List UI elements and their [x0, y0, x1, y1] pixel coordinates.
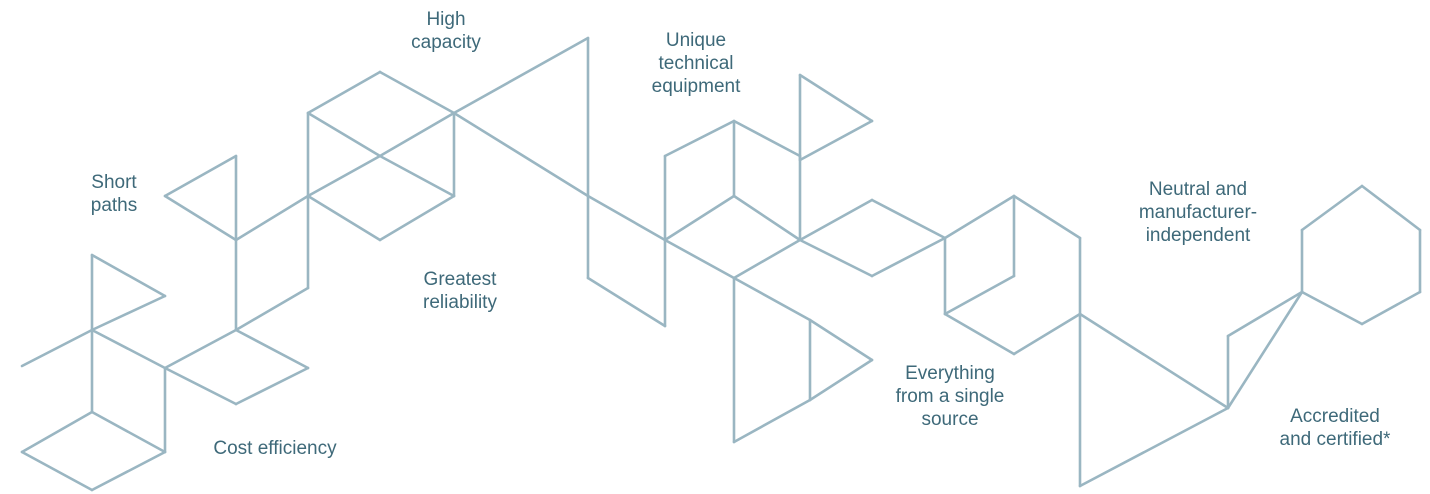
network-line-segment	[306, 111, 382, 158]
network-line-segment	[732, 194, 802, 242]
network-line-segment	[1078, 312, 1230, 410]
network-line-segment	[234, 366, 310, 406]
network-line-segment	[808, 358, 874, 402]
network-line-segment	[20, 450, 94, 492]
network-line-segment	[452, 36, 590, 115]
label-everything-from-single-source: Everything from a single source	[895, 363, 1005, 430]
network-line-segment	[798, 119, 874, 162]
network-line-segment	[732, 238, 802, 280]
network-line-segment	[808, 318, 874, 362]
network-line-segment	[1012, 194, 1082, 240]
network-line-segment	[586, 276, 667, 328]
network-line-segment	[870, 198, 947, 240]
network-line-segment	[90, 328, 167, 370]
network-line-segment	[732, 119, 802, 158]
network-line-segment	[90, 253, 167, 298]
network-line-segment	[306, 154, 382, 198]
network-line-segment	[163, 366, 238, 406]
label-high-capacity: High capacity	[411, 9, 481, 53]
network-line-segment	[663, 194, 736, 242]
network-line-segment	[163, 154, 238, 198]
network-line-segment	[378, 111, 456, 158]
network-line-segment	[90, 294, 167, 332]
network-line-segment	[732, 276, 812, 322]
network-line-segment	[306, 194, 382, 242]
label-cost-efficiency: Cost efficiency	[213, 438, 337, 459]
network-line-segment	[1078, 406, 1230, 488]
network-line-segment	[378, 194, 456, 242]
label-greatest-reliability: Greatest reliability	[423, 269, 497, 313]
network-line-segment	[1012, 312, 1082, 356]
network-line-segment	[663, 238, 736, 280]
network-line-segment	[1226, 290, 1304, 410]
network-line-segment	[90, 410, 167, 454]
network-line-segment	[586, 194, 667, 242]
network-line-segment	[306, 70, 382, 115]
network-line-segment	[20, 328, 94, 368]
label-neutral-manufacturer-independent: Neutral and manufacturer- independent	[1138, 179, 1258, 246]
network-line-segment	[163, 328, 238, 370]
network-line-segment	[943, 194, 1016, 240]
network-line-segment	[732, 398, 812, 444]
label-unique-technical-equipment: Unique technical equipment	[651, 30, 741, 97]
network-line-segment	[378, 154, 456, 198]
label-short-paths: Short paths	[90, 172, 138, 216]
network-line-segment	[1300, 290, 1364, 326]
network-line-segment	[1300, 184, 1364, 232]
network-line-segment	[1360, 290, 1422, 326]
network-line-segment	[1360, 184, 1422, 232]
network-line-segment	[1226, 290, 1304, 338]
network-line-segment	[20, 410, 94, 454]
network-line-segment	[943, 312, 1016, 356]
label-accredited-and-certified: Accredited and certified*	[1279, 406, 1391, 450]
network-line-segment	[943, 274, 1016, 316]
network-line-segment	[234, 194, 310, 242]
network-line-segment	[798, 73, 874, 123]
network-line-segment	[234, 286, 310, 332]
network-line-segment	[90, 450, 167, 492]
network-line-segment	[663, 119, 736, 158]
network-line-segment	[870, 236, 947, 278]
network-line-segment	[798, 238, 874, 278]
network-line-segment	[378, 70, 456, 115]
network-line-segment	[452, 111, 590, 198]
network-line-segment	[798, 198, 874, 242]
network-line-segment	[234, 328, 310, 370]
network-line-segment	[163, 194, 238, 242]
